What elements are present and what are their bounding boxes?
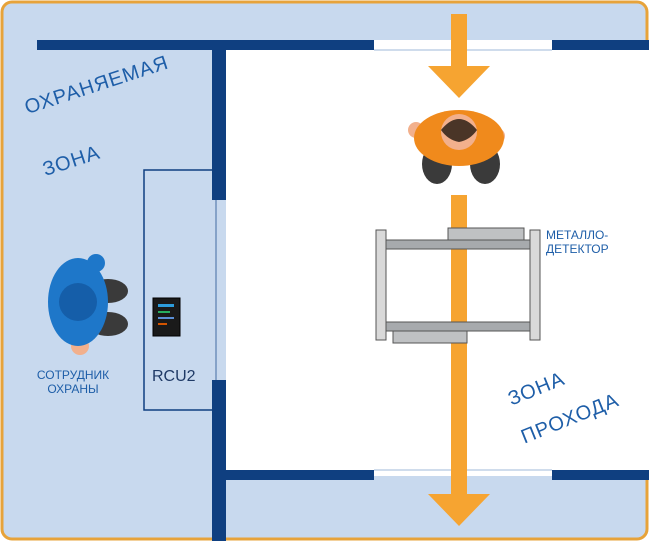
arrow-down-icon (428, 14, 490, 98)
guard-booth (143, 169, 217, 411)
metal-detector-label: МЕТАЛЛО- ДЕТЕКТОР (546, 228, 609, 257)
metal-detector-icon (375, 227, 541, 344)
walls (37, 40, 649, 541)
arrow-down-icon (428, 195, 490, 526)
guard-label-line-2: ОХРАНЫ (47, 381, 99, 396)
metal-detector-label-line-1: МЕТАЛЛО- (546, 228, 609, 242)
person-guard-icon (48, 254, 128, 355)
guard-label-line-1: СОТРУДНИК (36, 368, 110, 382)
guard-label: СОТРУДНИК ОХРАНЫ (18, 368, 128, 397)
person-visitor-icon (408, 110, 505, 184)
metal-detector-label-line-2: ДЕТЕКТОР (546, 241, 609, 256)
passage-room (226, 40, 649, 476)
control-unit-icon (152, 297, 181, 337)
control-unit-label: RCU2 (152, 368, 196, 385)
